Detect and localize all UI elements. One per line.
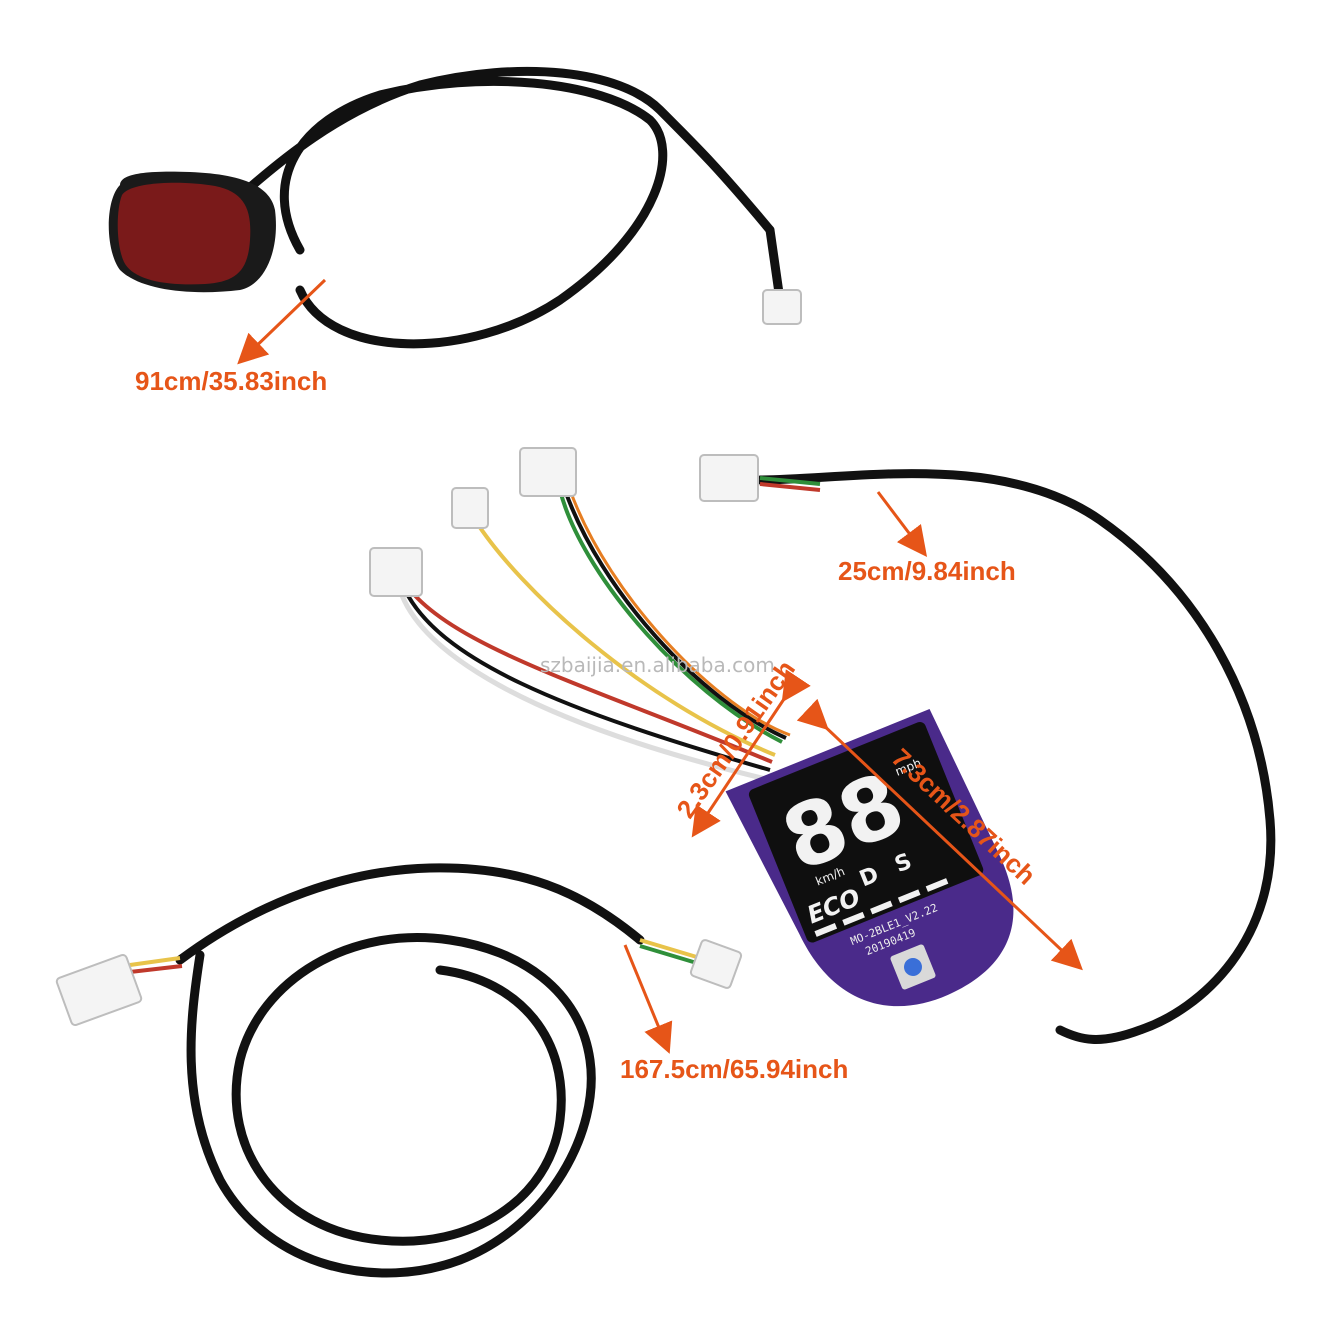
taillight-length-label: 91cm/35.83inch	[135, 366, 327, 396]
board-wire-harness	[369, 447, 791, 783]
long-cable-arrow	[623, 944, 673, 1054]
taillight-length-arrow	[237, 278, 327, 365]
dashboard-cable-connector	[699, 454, 759, 502]
dashboard-cable-arrow	[876, 491, 928, 557]
dashboard-cable-assembly	[699, 454, 1276, 1044]
taillight-cable	[225, 66, 775, 349]
long-cable-connector-left	[55, 953, 143, 1027]
long-cable-label: 167.5cm/65.94inch	[620, 1054, 848, 1084]
dashboard-cable-label: 25cm/9.84inch	[838, 556, 1016, 586]
taillight	[108, 171, 276, 293]
board-connector-middle	[451, 487, 489, 529]
taillight-cable-assembly	[108, 66, 802, 349]
board-connector-left	[369, 547, 423, 597]
board-width-arrow	[691, 669, 811, 838]
taillight-lens	[117, 182, 251, 285]
dashboard-cable	[755, 469, 1276, 1044]
long-cable-connector-right	[689, 939, 743, 989]
long-cable-assembly	[55, 863, 743, 1278]
board-connector-right	[519, 447, 577, 497]
taillight-connector	[762, 289, 802, 325]
watermark: szbaijia.en.alibaba.com	[540, 653, 775, 677]
board-length-arrow	[796, 698, 1083, 971]
long-cable	[175, 863, 645, 1278]
